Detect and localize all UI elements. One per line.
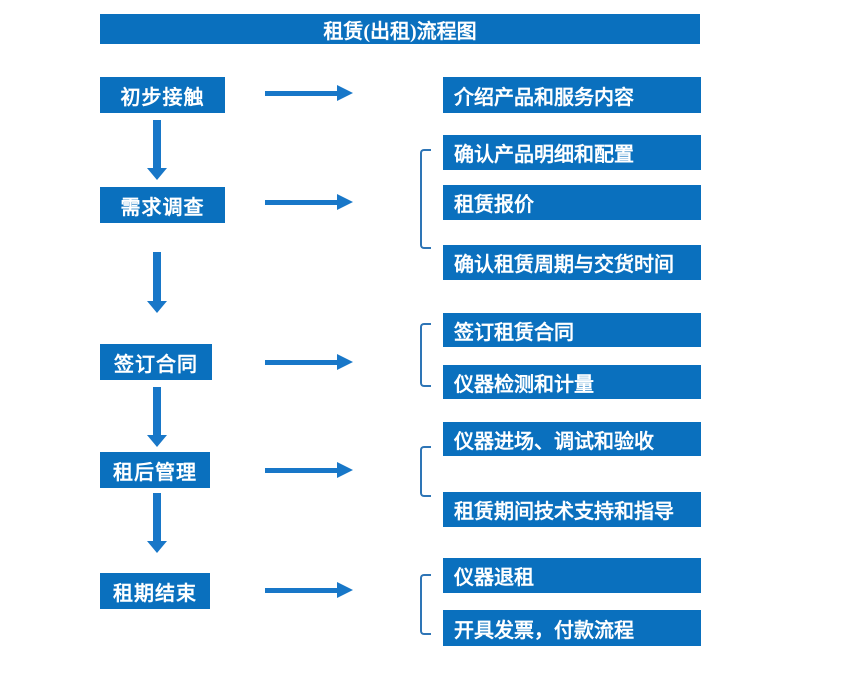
detail-box-tech-support: 租赁期间技术支持和指导 xyxy=(443,492,701,527)
down-arrow-1 xyxy=(147,120,167,180)
arrow-shaft xyxy=(265,360,338,365)
down-arrow-2 xyxy=(147,252,167,313)
detail-box-intro-products: 介绍产品和服务内容 xyxy=(443,77,701,113)
arrow-shaft xyxy=(153,120,161,168)
arrow-head-icon xyxy=(337,194,353,210)
detail-box-confirm-product-details: 确认产品明细和配置 xyxy=(443,135,701,170)
arrow-head-icon xyxy=(147,168,167,180)
detail-bracket-demand-survey xyxy=(420,149,431,249)
arrow-head-icon xyxy=(147,301,167,313)
arrow-head-icon xyxy=(147,541,167,553)
detail-bracket-sign-contract xyxy=(420,323,431,387)
detail-box-confirm-rental-period: 确认租赁周期与交货时间 xyxy=(443,245,701,280)
flow-arrow-initial-contact xyxy=(265,85,353,101)
arrow-shaft xyxy=(153,493,161,541)
down-arrow-3 xyxy=(147,387,167,447)
arrow-head-icon xyxy=(337,85,353,101)
detail-box-sign-rental-contract: 签订租赁合同 xyxy=(443,313,701,347)
flow-arrow-rental-end xyxy=(265,582,353,598)
detail-box-instrument-setup-acceptance: 仪器进场、调试和验收 xyxy=(443,422,701,456)
arrow-head-icon xyxy=(337,354,353,370)
detail-box-instrument-inspection: 仪器检测和计量 xyxy=(443,365,701,399)
detail-bracket-post-rental xyxy=(420,446,431,497)
arrow-shaft xyxy=(265,588,338,593)
arrow-head-icon xyxy=(147,435,167,447)
detail-box-instrument-return: 仪器退租 xyxy=(443,558,701,593)
arrow-shaft xyxy=(265,200,338,205)
flow-arrow-demand-survey xyxy=(265,194,353,210)
arrow-shaft xyxy=(265,91,338,96)
detail-box-rental-quote: 租赁报价 xyxy=(443,185,701,220)
step-box-initial-contact: 初步接触 xyxy=(100,77,225,113)
step-box-rental-end: 租期结束 xyxy=(100,573,210,609)
detail-box-invoice-payment: 开具发票，付款流程 xyxy=(443,610,701,646)
arrow-shaft xyxy=(153,252,161,301)
flow-arrow-sign-contract xyxy=(265,354,353,370)
arrow-head-icon xyxy=(337,462,353,478)
step-box-demand-survey: 需求调查 xyxy=(100,187,225,223)
detail-bracket-rental-end xyxy=(420,574,431,635)
arrow-shaft xyxy=(265,468,338,473)
step-box-sign-contract: 签订合同 xyxy=(100,344,212,380)
flow-arrow-post-rental xyxy=(265,462,353,478)
flowchart-title: 租赁(出租)流程图 xyxy=(100,14,700,44)
arrow-shaft xyxy=(153,387,161,435)
step-box-post-rental-management: 租后管理 xyxy=(100,452,210,488)
arrow-head-icon xyxy=(337,582,353,598)
down-arrow-4 xyxy=(147,493,167,553)
